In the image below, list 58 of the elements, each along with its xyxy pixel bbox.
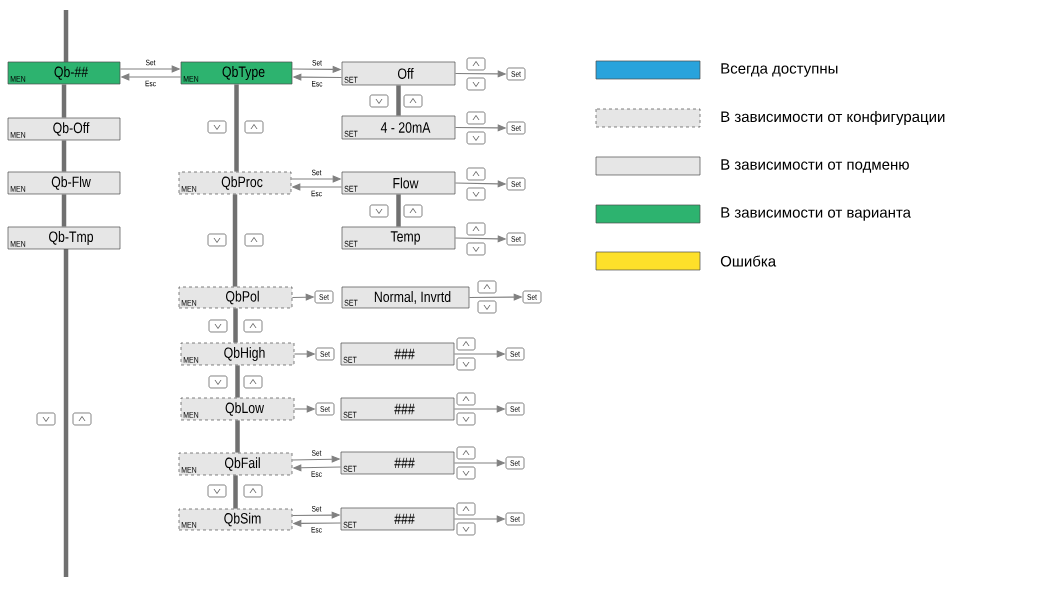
legend-text: Ошибка [720,255,777,267]
display-box: SET Flow [341,171,456,195]
track-line [396,194,401,227]
track-line [61,194,67,227]
edge-label: Set [312,59,322,66]
edge-label: Esc [311,471,322,477]
edge-label: Set [145,59,156,66]
display-box: MEN QbProc [178,171,292,195]
display-box: MEN Qb-Off [7,117,121,141]
edge-label: Esc [145,80,156,87]
display-box: SET ### [340,397,455,421]
legend-text: В зависимости от подменю [721,159,909,173]
display-box: SET Off [341,61,456,86]
track-line [232,194,238,287]
edge-label: Esc [312,80,323,87]
track-line [396,85,401,116]
set-key: Set [315,347,335,361]
set-key: Set [506,121,526,135]
edge-label: Esc [311,526,322,533]
display-box: MEN QbPol [178,286,293,309]
edge-label: Set [311,169,322,176]
track-line [61,140,67,172]
track-line [233,308,238,343]
display-box: MEN QbType [180,61,293,85]
set-key: Set [506,232,526,246]
display-box: MEN Qb-Tmp [7,226,121,250]
track-line [61,84,67,118]
legend-text: В зависимости от конфигурации [721,111,945,125]
display-box: MEN Qb-Flw [7,171,121,195]
set-key: Set [314,290,334,304]
display-box: SET ### [340,451,455,475]
edge-label: Esc [311,190,322,197]
set-key: Set [315,402,335,416]
display-box: SET ### [340,507,455,531]
edge-label: Set [311,450,322,456]
set-key: Set [522,290,542,304]
set-key: Set [506,67,526,81]
set-key: Set [505,456,525,470]
display-box: SET ### [340,342,455,366]
display-box: MEN QbLow [180,397,295,421]
track-line [235,420,240,453]
track-line [233,475,238,509]
display-box: SET 4 - 20mA [341,115,456,140]
legend-text: В зависимости от варианта [721,207,911,221]
track-line [234,84,239,172]
display-box: MEN QbHigh [180,342,295,366]
set-key: Set [505,402,525,416]
set-key: Set [505,347,525,361]
display-box: MEN QbFail [178,452,293,476]
display-box: MEN QbSim [178,508,293,531]
edge-label: Set [311,505,322,512]
display-box: SET Temp [341,226,456,250]
set-key: Set [505,512,525,526]
display-box: SET Normal, Invrtd [341,286,470,309]
set-key: Set [506,177,526,191]
display-box: MEN Qb-## [7,61,121,85]
track-line [235,365,240,398]
legend-text: Всегда доступны [721,63,838,77]
